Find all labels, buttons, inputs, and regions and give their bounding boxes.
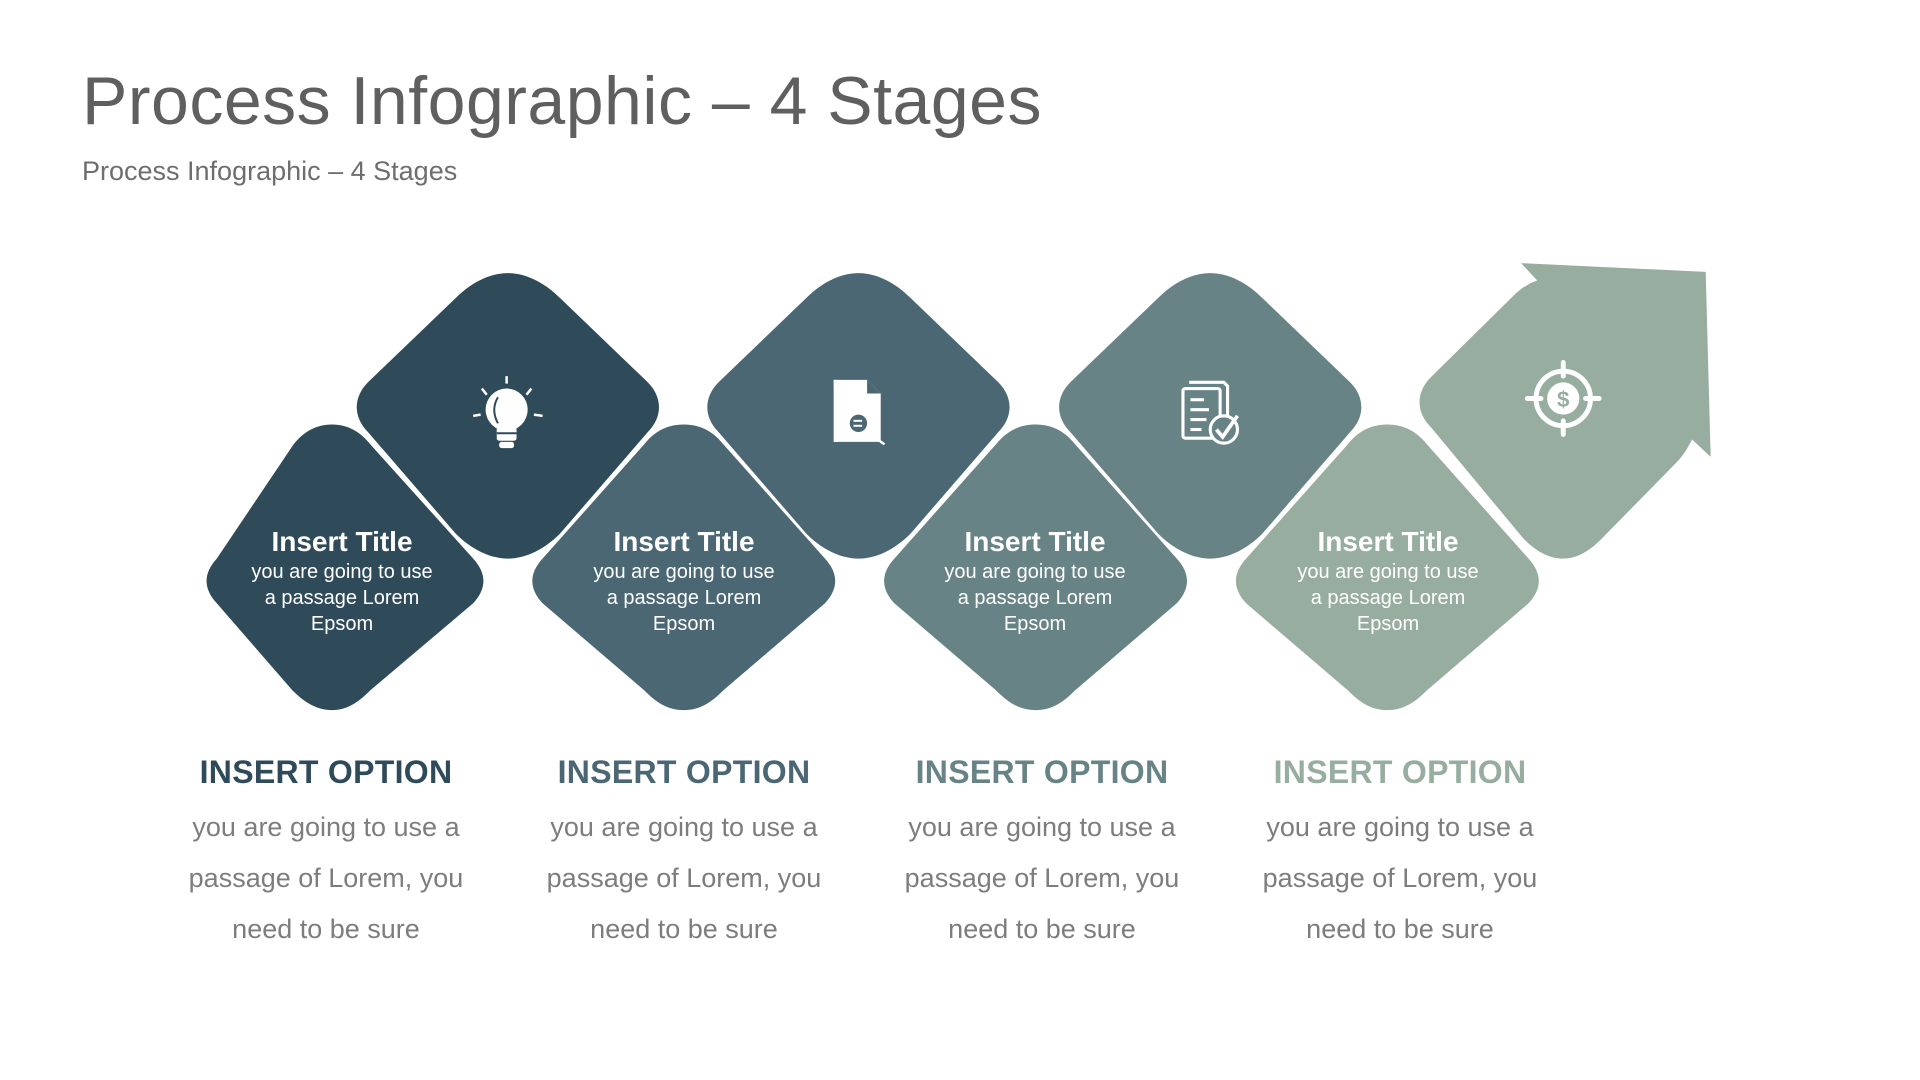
option-line: passage of Lorem, you — [188, 863, 464, 893]
option-line: need to be sure — [590, 914, 778, 944]
lower-diamond-4 — [1235, 424, 1539, 711]
option-line: you are going to use a — [908, 812, 1176, 842]
option-body: you are going to use a passage of Lorem,… — [166, 802, 486, 955]
stage-line: Epsom — [652, 613, 716, 635]
stage-line: you are going to use — [251, 561, 433, 583]
stage-line: Epsom — [310, 613, 374, 635]
stage-line: a passage Lorem — [606, 587, 762, 609]
document-check-icon — [1181, 380, 1240, 445]
option-3: INSERT OPTION you are going to use a pas… — [882, 752, 1202, 955]
option-line: need to be sure — [1306, 914, 1494, 944]
stage-title: Insert Title — [613, 526, 755, 557]
page-title: Process Infographic – 4 Stages — [82, 63, 1042, 139]
option-line: passage of Lorem, you — [904, 863, 1180, 893]
option-body: you are going to use a passage of Lorem,… — [882, 802, 1202, 955]
stage-line: you are going to use — [1297, 561, 1479, 583]
option-body: you are going to use a passage of Lorem,… — [1240, 802, 1560, 955]
lower-diamond-2 — [532, 424, 836, 711]
option-1: INSERT OPTION you are going to use a pas… — [166, 752, 486, 955]
page-subtitle: Process Infographic – 4 Stages — [82, 156, 458, 186]
stage-line: a passage Lorem — [1310, 587, 1466, 609]
stage-line: you are going to use — [944, 561, 1126, 583]
option-line: need to be sure — [232, 914, 420, 944]
option-line: you are going to use a — [550, 812, 818, 842]
option-4: INSERT OPTION you are going to use a pas… — [1240, 752, 1560, 955]
stage-line: a passage Lorem — [264, 587, 420, 609]
option-title: INSERT OPTION — [557, 754, 811, 790]
stage-line: Epsom — [1003, 613, 1067, 635]
option-line: passage of Lorem, you — [1262, 863, 1538, 893]
stage-line: you are going to use — [593, 561, 775, 583]
option-2: INSERT OPTION you are going to use a pas… — [524, 752, 844, 955]
stage-1-text: Insert Title you are going to use a pass… — [232, 525, 452, 637]
option-line: you are going to use a — [1266, 812, 1534, 842]
option-title: INSERT OPTION — [1273, 754, 1527, 790]
lower-diamond-1 — [206, 424, 484, 711]
stage-4-text: Insert Title you are going to use a pass… — [1278, 525, 1498, 637]
stage-title: Insert Title — [1317, 526, 1459, 557]
option-line: need to be sure — [948, 914, 1136, 944]
option-title: INSERT OPTION — [199, 754, 453, 790]
option-title: INSERT OPTION — [915, 754, 1169, 790]
option-line: passage of Lorem, you — [546, 863, 822, 893]
stage-3-text: Insert Title you are going to use a pass… — [925, 525, 1145, 637]
svg-text:$: $ — [1557, 387, 1570, 412]
lightbulb-icon — [472, 376, 543, 449]
option-body: you are going to use a passage of Lorem,… — [524, 802, 844, 955]
lower-diamond-3 — [884, 424, 1187, 711]
stage-line: Epsom — [1356, 613, 1420, 635]
stage-title: Insert Title — [964, 526, 1106, 557]
stage-title: Insert Title — [271, 526, 413, 557]
stage-2-text: Insert Title you are going to use a pass… — [574, 525, 794, 637]
document-search-icon — [833, 379, 886, 446]
stage-line: a passage Lorem — [957, 587, 1113, 609]
target-dollar-icon: $ — [1524, 360, 1602, 437]
option-line: you are going to use a — [192, 812, 460, 842]
upper-diamond-3 — [1059, 273, 1362, 559]
